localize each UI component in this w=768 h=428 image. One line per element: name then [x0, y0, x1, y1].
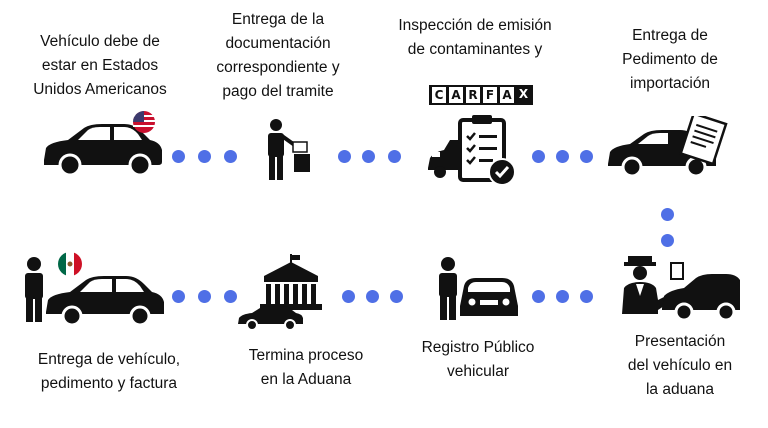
car-inspection-clipboard-icon — [428, 115, 516, 186]
connector-dot — [366, 290, 379, 303]
car-with-document-icon — [608, 116, 728, 178]
step5-label: Presentación del vehículo en la aduana — [627, 333, 733, 398]
step1-label: Vehículo debe de estar en Estados Unidos… — [33, 33, 167, 98]
step8-label: Entrega de vehículo, pedimento y factura — [37, 351, 181, 392]
connector-dot — [661, 234, 674, 247]
step7-label: Termina proceso en la Aduana — [248, 347, 364, 388]
step3-label: Inspección de emisión de contaminantes y — [398, 17, 552, 58]
connector-dot — [532, 290, 545, 303]
customs-officer-car-icon — [622, 256, 740, 322]
connector-dot — [390, 290, 403, 303]
connector-dot — [198, 150, 211, 163]
step2-label: Entrega de la documentación correspondie… — [216, 11, 340, 100]
connector-dot — [556, 150, 569, 163]
customs-building-car-icon — [238, 254, 322, 330]
connector-dot — [580, 150, 593, 163]
connector-dot — [224, 290, 237, 303]
mexico-flag-icon — [58, 252, 82, 276]
connector-dot — [388, 150, 401, 163]
step6-label: Registro Público vehicular — [421, 339, 535, 380]
connector-dot — [362, 150, 375, 163]
person-car-mexico-flag-icon — [25, 252, 164, 324]
step4-label: Entrega de Pedimento de importación — [622, 27, 718, 92]
connector-dot — [172, 290, 185, 303]
connector-dot — [342, 290, 355, 303]
connector-dot — [172, 150, 185, 163]
connector-dot — [338, 150, 351, 163]
connector-dot — [661, 208, 674, 221]
person-with-car-icon — [439, 257, 518, 320]
connector-dot — [556, 290, 569, 303]
us-flag-icon — [133, 111, 155, 133]
connector-dot — [224, 150, 237, 163]
car-with-us-flag-icon — [44, 111, 162, 177]
connector-dot — [580, 290, 593, 303]
connector-dot — [532, 150, 545, 163]
person-with-documents-icon — [268, 119, 310, 180]
connector-dot — [198, 290, 211, 303]
